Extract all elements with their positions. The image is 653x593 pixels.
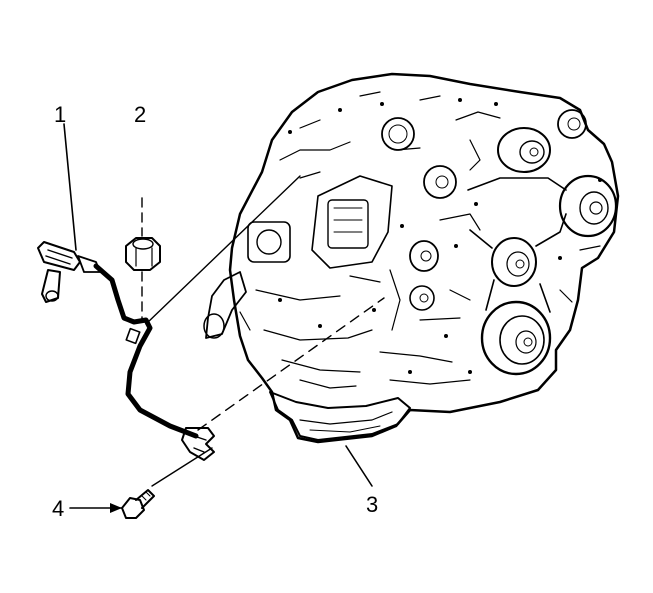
nut	[125, 237, 161, 271]
callout-4: 4	[52, 496, 64, 521]
leader-lines	[63, 123, 373, 513]
callout-3: 3	[366, 492, 378, 517]
callout-1: 1	[54, 102, 66, 127]
callout-2: 2	[134, 102, 146, 127]
assembly-guide-lines	[141, 175, 385, 487]
engine-assembly	[203, 72, 620, 444]
oil-pan	[269, 391, 411, 441]
sensor-harness-bracket	[37, 241, 215, 461]
bolt	[121, 489, 155, 519]
